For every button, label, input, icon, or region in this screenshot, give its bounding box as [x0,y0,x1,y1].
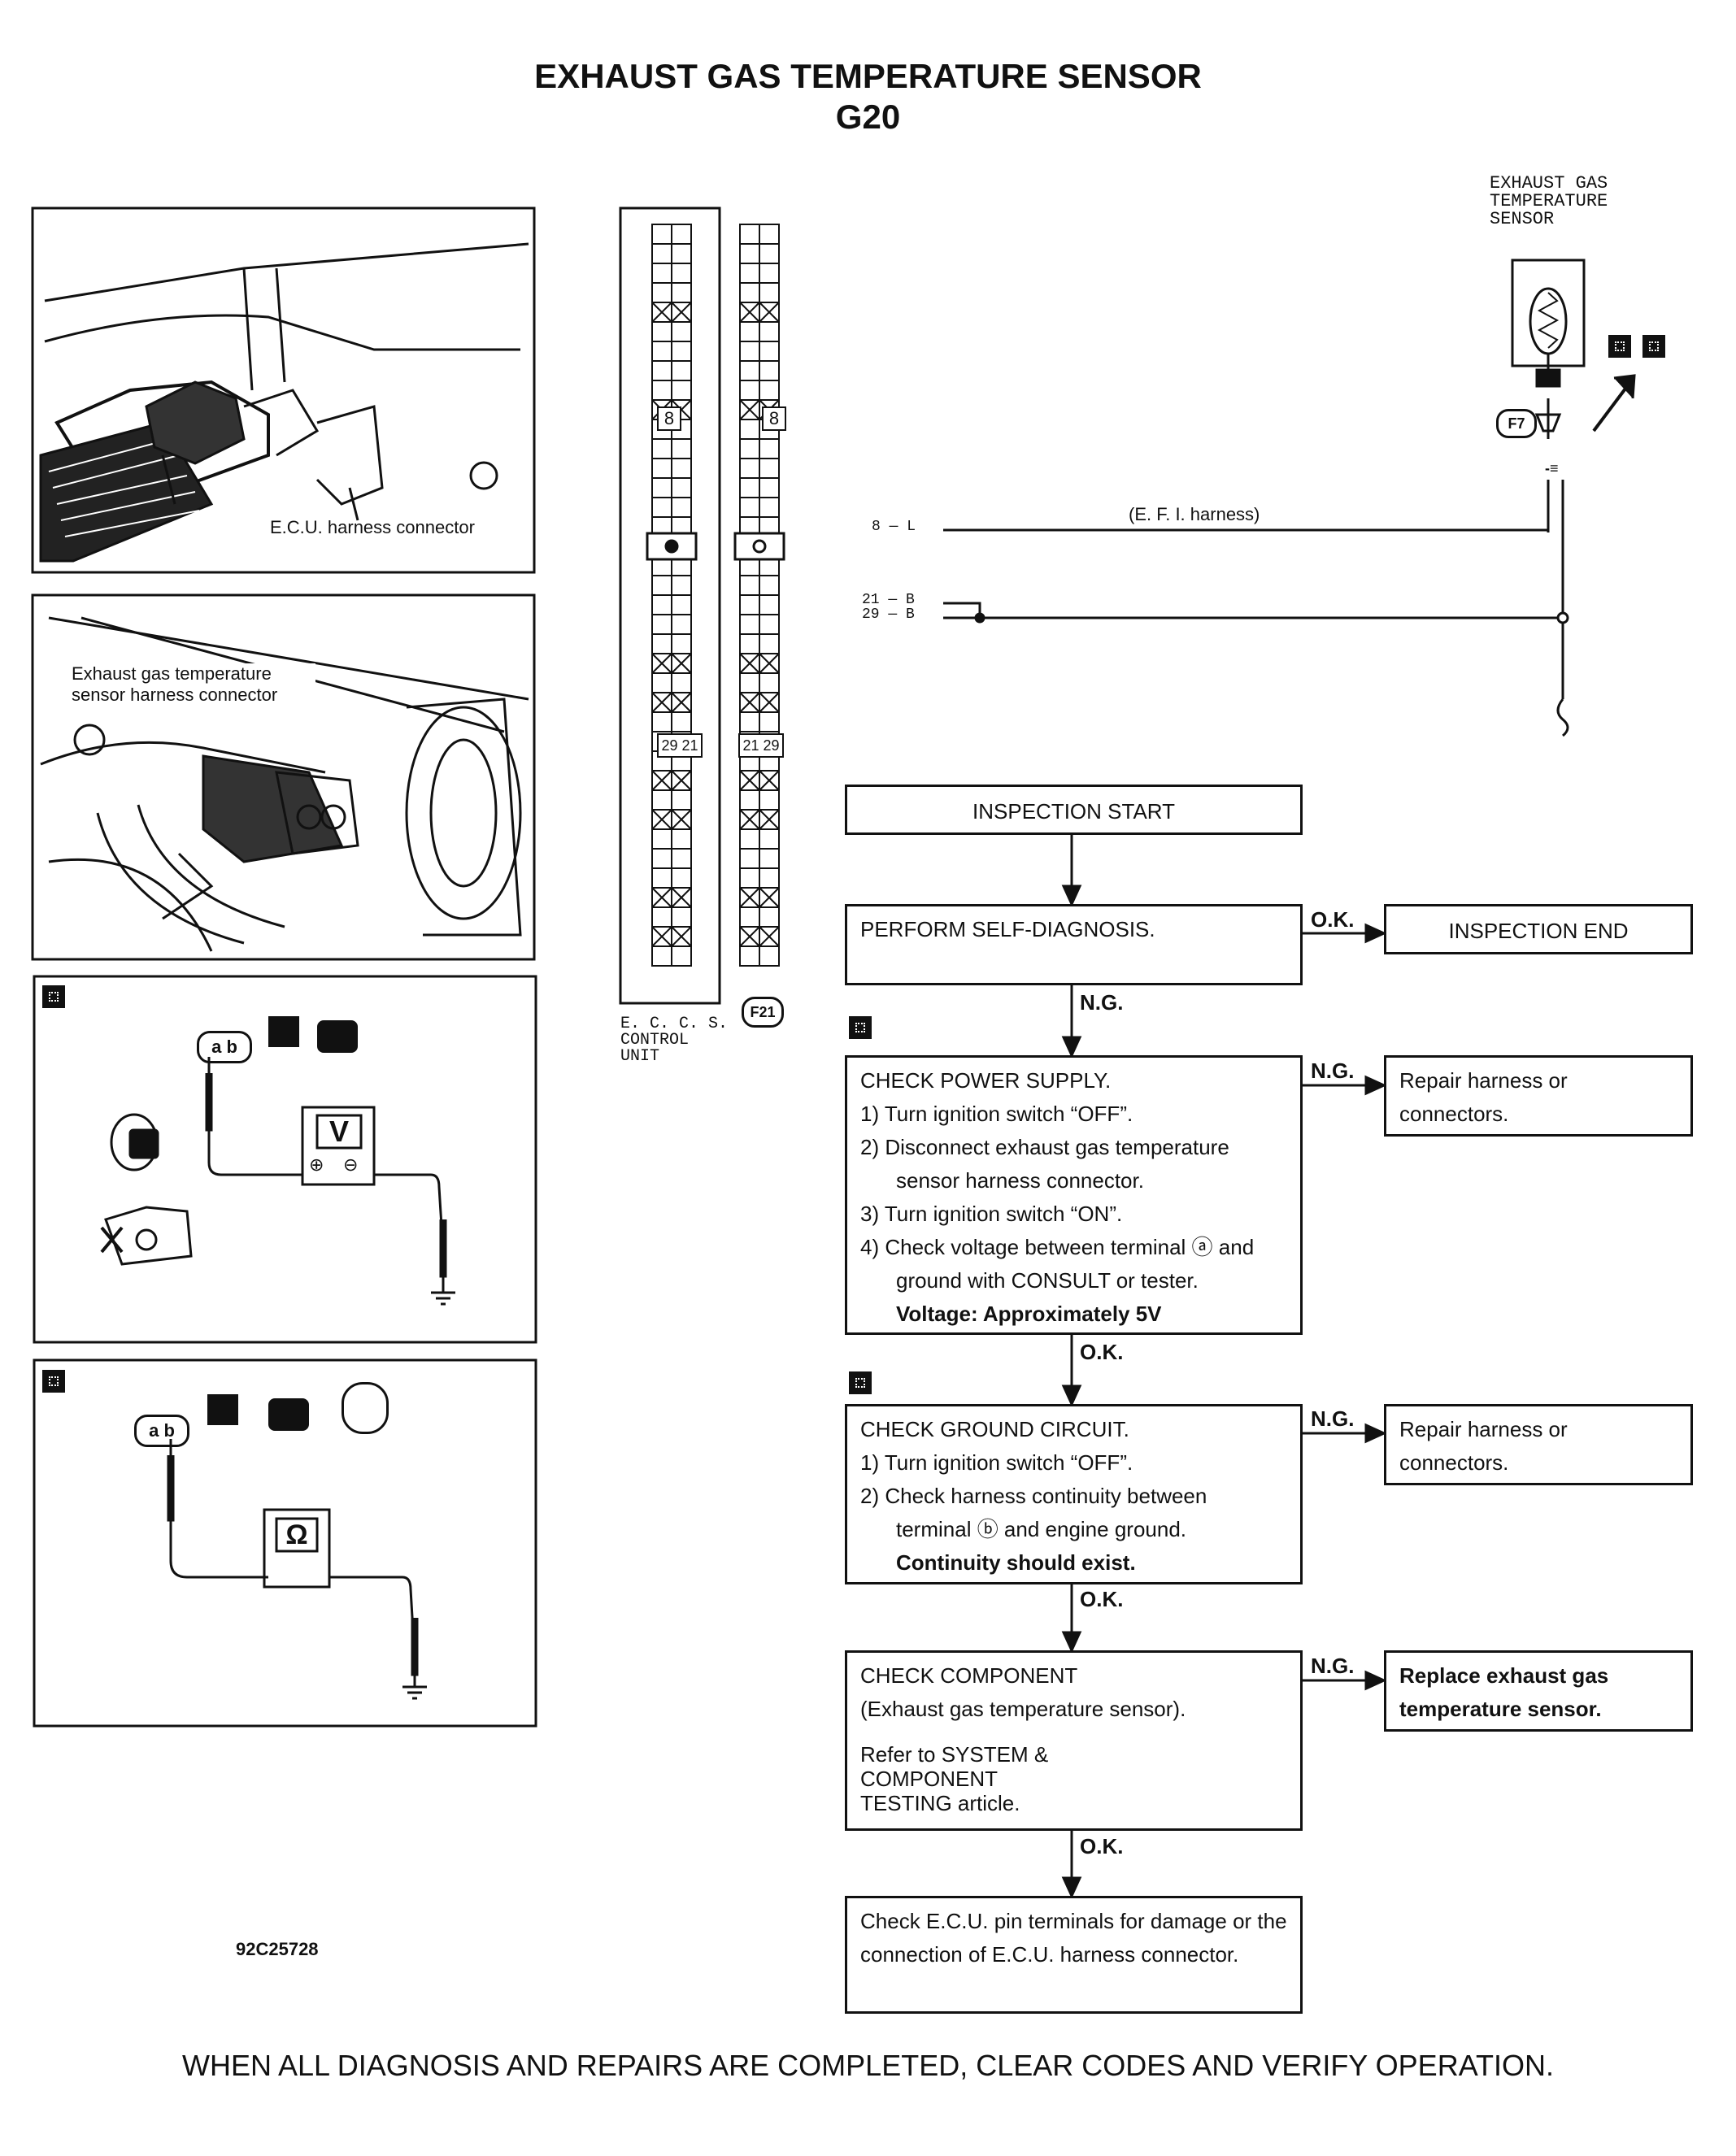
ng-label-2: N.G. [1311,1058,1355,1083]
component-ref: Refer to SYSTEM & COMPONENT TESTING arti… [860,1742,1049,1815]
ignition-off-icon [342,1382,389,1434]
voltmeter-minus-terminal: ⊖ [343,1154,359,1175]
power-step-3: 3) Turn ignition switch “ON”. [860,1202,1123,1226]
ecu-harness-connector-callout: E.C.U. harness connector [270,517,475,537]
wire-21-label: 21 — B [862,592,915,608]
connector-pins-b: a b [134,1415,189,1447]
schematic-badge-a-icon [1608,335,1631,358]
wire-29-label: 29 — B [862,606,915,623]
flowchart-connectors [1061,833,1387,1899]
consult-ts-icon-2 [207,1394,238,1425]
footer-note: WHEN ALL DIAGNOSIS AND REPAIRS ARE COMPL… [181,2049,1555,2082]
ok-label-1: O.K. [1311,907,1355,932]
check-ground-circuit-box: CHECK GROUND CIRCUIT. 1) Turn ignition s… [845,1404,1303,1584]
connector-pins-a: a b [197,1031,252,1063]
power-spec: Voltage: Approximately 5V [896,1302,1162,1326]
ng-label-1: N.G. [1080,990,1124,1015]
ground-spec: Continuity should exist. [896,1550,1136,1575]
repair-box-1: Repair harness or connectors. [1384,1055,1693,1137]
consult-ts-icon [268,1016,299,1047]
ecu-pin-8-right: 8 [762,406,786,431]
wire-8-label: 8 — L [872,519,916,535]
self-diagnosis-box: PERFORM SELF-DIAGNOSIS. [845,904,1303,985]
page-title: EXHAUST GAS TEMPERATURE SENSOR [534,57,1202,95]
ng-label-4: N.G. [1311,1654,1355,1678]
continuity-test-illustration [33,1358,537,1728]
power-step-4: 4) Check voltage between terminal ⓐ and … [860,1235,1255,1293]
ground-head: CHECK GROUND CIRCUIT. [860,1417,1129,1441]
ohmmeter-symbol: Ω [285,1519,308,1550]
ground-step-2: 2) Check harness continuity between term… [860,1484,1207,1541]
ecu-pins-29-21-left: 29 21 [657,733,703,758]
sensor-connector-illustration [31,593,536,961]
component-head: CHECK COMPONENT [860,1663,1078,1688]
voltmeter-symbol: V [328,1115,349,1148]
schematic-badge-b-icon [1642,335,1665,358]
component-sub: (Exhaust gas temperature sensor). [860,1697,1186,1721]
voltmeter-plus-terminal: ⊕ [309,1154,324,1175]
step-b-flow-badge-icon [849,1371,872,1394]
ng-label-3: N.G. [1311,1406,1355,1431]
power-step-2: 2) Disconnect exhaust gas temperature se… [860,1135,1229,1193]
voltage-test-illustration [33,975,537,1344]
step-b-badge-icon [42,1370,65,1393]
step-a-badge-icon [42,985,65,1008]
disconnect-icon [317,1020,358,1053]
replace-sensor-box: Replace exhaust gas temperature sensor. [1384,1650,1693,1732]
ecu-pin-8-left: 8 [657,406,681,431]
ground-step-1: 1) Turn ignition switch “OFF”. [860,1450,1133,1475]
repair-box-2: Repair harness or connectors. [1384,1404,1693,1485]
page-subtitle: G20 [835,98,901,136]
ecu-connector-illustration [31,206,536,574]
figure-id: 92C25728 [236,1939,319,1959]
ecu-connector-grid [619,206,785,1005]
inspection-start-box: INSPECTION START [845,785,1303,835]
final-check-box: Check E.C.U. pin terminals for damage or… [845,1896,1303,2014]
sensor-harness-connector-callout: Exhaust gas temperature sensor harness c… [72,663,315,706]
power-supply-head: CHECK POWER SUPPLY. [860,1068,1112,1093]
efi-harness-label: (E. F. I. harness) [1129,504,1260,525]
ecu-connector-tag: F21 [742,997,784,1028]
ecu-pins-21-29-right: 21 29 [738,733,784,758]
ok-label-2: O.K. [1080,1340,1124,1364]
inspection-end-box: INSPECTION END [1384,904,1693,954]
schematic-connector-tag: F7 [1496,409,1537,438]
power-step-1: 1) Turn ignition switch “OFF”. [860,1102,1133,1126]
disconnect-icon-2 [268,1398,309,1431]
ok-label-4: O.K. [1080,1834,1124,1858]
step-a-flow-badge-icon [849,1016,872,1039]
check-component-box: CHECK COMPONENT (Exhaust gas temperature… [845,1650,1303,1831]
wiring-schematic [943,259,1636,737]
check-power-supply-box: CHECK POWER SUPPLY. 1) Turn ignition swi… [845,1055,1303,1335]
sensor-label: EXHAUST GAS TEMPERATURE SENSOR [1490,173,1608,229]
schematic-terminal-mark: -≡ [1545,460,1559,476]
ecu-label: E. C. C. S. CONTROL UNIT [620,1015,729,1066]
ok-label-3: O.K. [1080,1587,1124,1611]
